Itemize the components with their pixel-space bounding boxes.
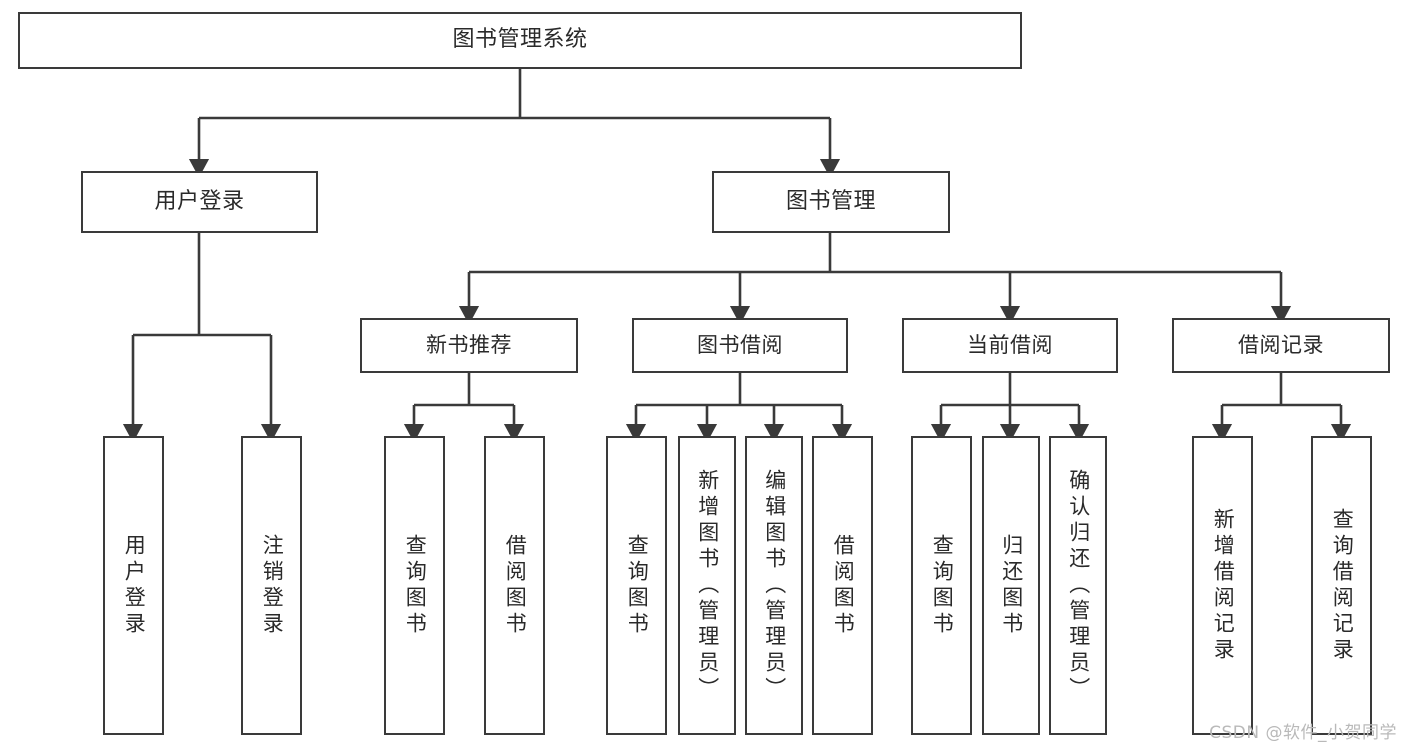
node-leaf-query-book-2-label: 查询图书 <box>625 533 650 638</box>
node-leaf-add-book-label: 新增图书（管理员） <box>695 468 720 703</box>
node-leaf-query-record[interactable]: 查询借阅记录 <box>1311 436 1372 735</box>
node-leaf-add-book[interactable]: 新增图书（管理员） <box>678 436 736 735</box>
node-leaf-user-login-label: 用户登录 <box>122 533 147 638</box>
node-leaf-query-book-3-label: 查询图书 <box>930 533 955 638</box>
node-leaf-user-logout[interactable]: 注销登录 <box>241 436 302 735</box>
node-leaf-query-book-2[interactable]: 查询图书 <box>606 436 667 735</box>
node-user-login[interactable]: 用户登录 <box>81 171 318 233</box>
node-leaf-borrow-book-2[interactable]: 借阅图书 <box>812 436 873 735</box>
node-leaf-confirm-return-label: 确认归还（管理员） <box>1066 468 1091 703</box>
node-leaf-return-book-label: 归还图书 <box>999 533 1024 638</box>
node-current-borrow[interactable]: 当前借阅 <box>902 318 1118 373</box>
node-root-label: 图书管理系统 <box>452 27 588 53</box>
node-root[interactable]: 图书管理系统 <box>18 12 1022 69</box>
node-leaf-borrow-book-2-label: 借阅图书 <box>831 533 856 638</box>
node-leaf-confirm-return[interactable]: 确认归还（管理员） <box>1049 436 1107 735</box>
node-book-borrow[interactable]: 图书借阅 <box>632 318 848 373</box>
node-new-book-recommend-label: 新书推荐 <box>426 332 512 357</box>
node-user-login-label: 用户登录 <box>154 188 245 214</box>
node-book-borrow-label: 图书借阅 <box>697 332 783 357</box>
node-borrow-record-label: 借阅记录 <box>1238 332 1324 357</box>
node-leaf-add-record-label: 新增借阅记录 <box>1211 507 1236 664</box>
node-leaf-user-logout-label: 注销登录 <box>260 533 285 638</box>
node-leaf-edit-book-label: 编辑图书（管理员） <box>762 468 787 703</box>
node-leaf-query-book-1-label: 查询图书 <box>403 533 428 638</box>
node-leaf-add-record[interactable]: 新增借阅记录 <box>1192 436 1253 735</box>
node-leaf-edit-book[interactable]: 编辑图书（管理员） <box>745 436 803 735</box>
node-book-manage[interactable]: 图书管理 <box>712 171 950 233</box>
node-leaf-query-book-3[interactable]: 查询图书 <box>911 436 972 735</box>
node-new-book-recommend[interactable]: 新书推荐 <box>360 318 578 373</box>
node-leaf-query-record-label: 查询借阅记录 <box>1330 507 1355 664</box>
node-leaf-borrow-book-1[interactable]: 借阅图书 <box>484 436 545 735</box>
node-book-manage-label: 图书管理 <box>785 188 876 214</box>
node-leaf-query-book-1[interactable]: 查询图书 <box>384 436 445 735</box>
node-leaf-user-login[interactable]: 用户登录 <box>103 436 164 735</box>
node-leaf-return-book[interactable]: 归还图书 <box>982 436 1040 735</box>
node-current-borrow-label: 当前借阅 <box>967 332 1053 357</box>
node-borrow-record[interactable]: 借阅记录 <box>1172 318 1390 373</box>
csdn-watermark: CSDN @软件_小贺同学 <box>1209 723 1397 743</box>
node-leaf-borrow-book-1-label: 借阅图书 <box>503 533 528 638</box>
